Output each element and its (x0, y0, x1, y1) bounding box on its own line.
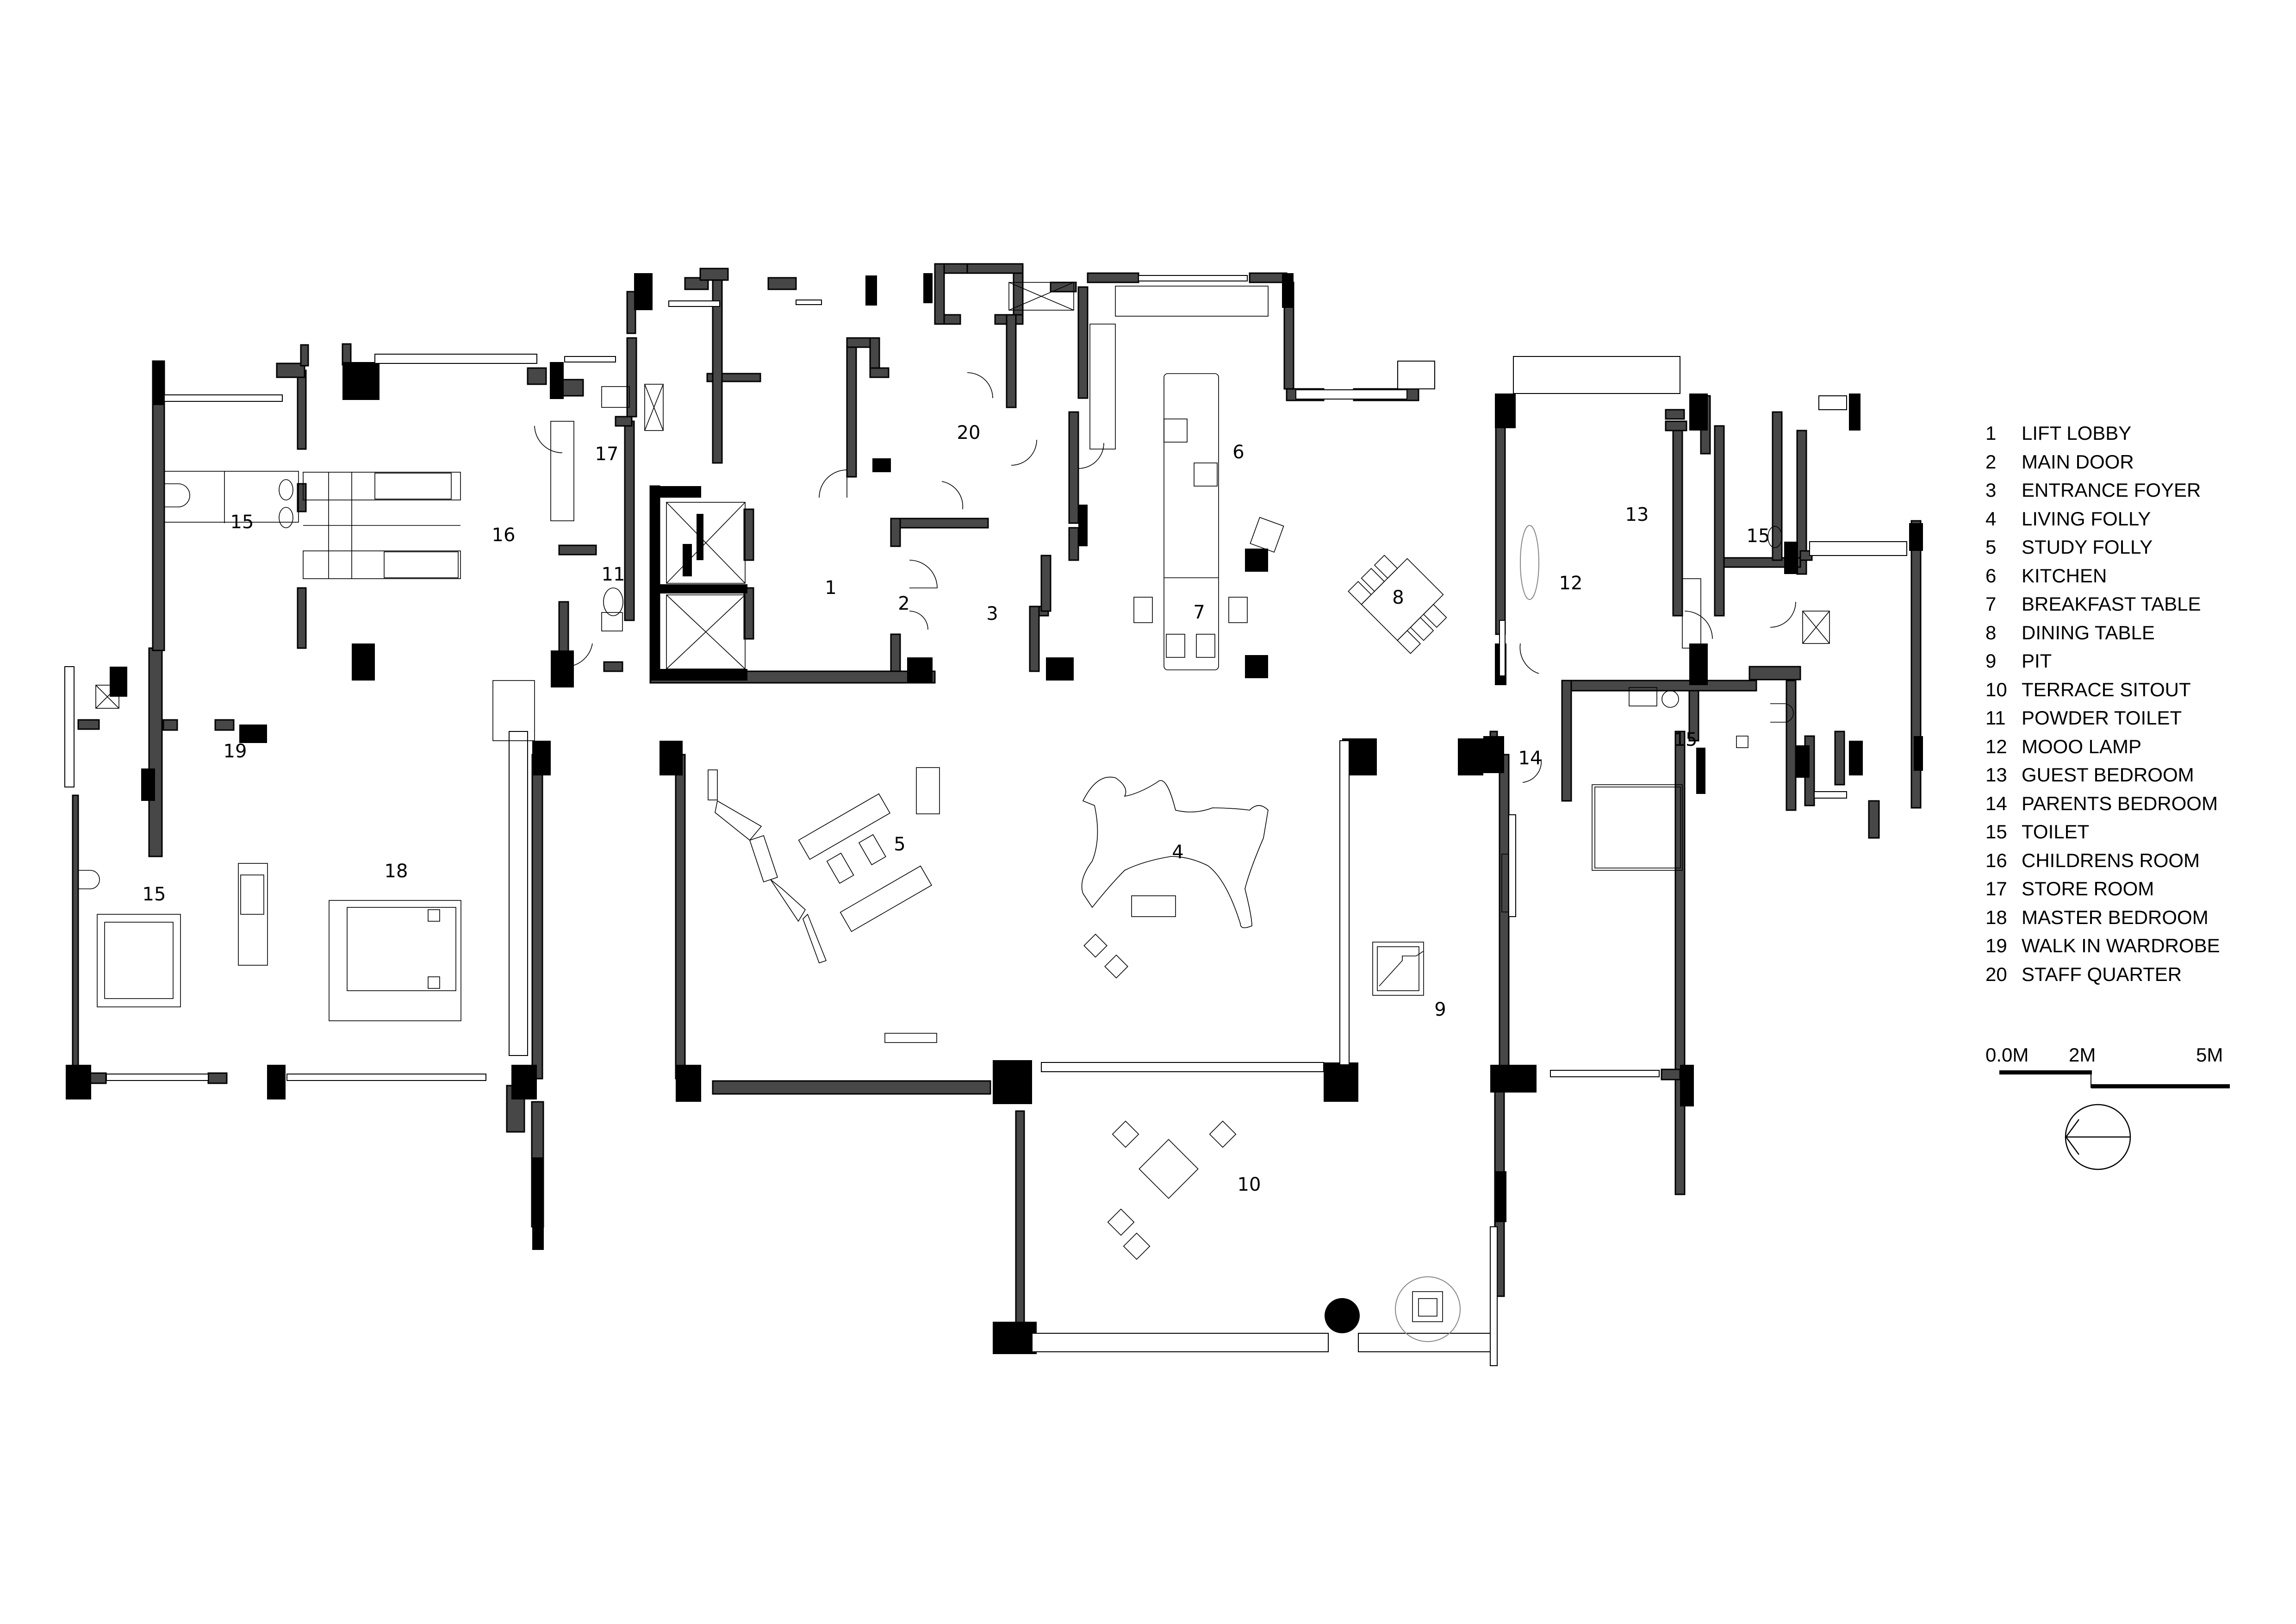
legend-label: STORE ROOM (2022, 878, 2154, 899)
legend-number: 18 (1985, 906, 2007, 928)
legend-number: 4 (1985, 507, 1997, 530)
scale-label-5: 5M (2196, 1044, 2223, 1066)
legend-number: 1 (1985, 422, 1997, 444)
room-label-7: 7 (1193, 602, 1205, 623)
legend-item: 15 TOILET (1985, 818, 2272, 846)
legend-label: KITCHEN (2022, 564, 2107, 587)
legend-number: 16 (1985, 849, 2007, 871)
room-label-15d: 15 (143, 884, 166, 905)
legend-label: POWDER TOILET (2022, 707, 2182, 729)
legend-item: 9 PIT (1985, 647, 2272, 675)
legend-label: TOILET (2022, 821, 2090, 843)
legend-label: WALK IN WARDROBE (2022, 935, 2220, 956)
legend-label: PIT (2022, 650, 2052, 672)
legend-number: 10 (1985, 678, 2007, 700)
room-label-16: 16 (492, 525, 516, 546)
legend-number: 8 (1985, 621, 1997, 643)
legend-number: 15 (1985, 821, 2007, 843)
room-label-20: 20 (957, 422, 981, 443)
legend-item: 2 MAIN DOOR (1985, 448, 2272, 476)
legend: 1 LIFT LOBBY 2 MAIN DOOR 3 ENTRANCE FOYER 4… (1985, 419, 2272, 988)
legend-number: 11 (1985, 707, 2006, 729)
legend-label: PARENTS BEDROOM (2022, 792, 2218, 814)
room-label-5: 5 (894, 834, 905, 855)
legend-number: 13 (1985, 764, 2007, 786)
legend-label: TERRACE SITOUT (2022, 678, 2191, 700)
furniture (79, 282, 1830, 1342)
room-label-8: 8 (1392, 587, 1404, 608)
room-label-1: 1 (825, 577, 836, 599)
room-label-6: 6 (1232, 442, 1244, 463)
room-label-15c: 15 (1674, 729, 1698, 750)
room-label-4: 4 (1172, 842, 1183, 863)
room-label-12: 12 (1559, 573, 1583, 594)
room-label-15b: 15 (1747, 525, 1770, 547)
legend-label: DINING TABLE (2022, 621, 2155, 643)
legend-item: 19 WALK IN WARDROBE (1985, 931, 2272, 960)
room-labels: 1 2 3 4 5 6 7 8 9 10 11 12 13 14 15 15 1… (143, 422, 1770, 1195)
legend-number: 6 (1985, 564, 1997, 587)
room-label-11: 11 (602, 564, 625, 585)
windows (64, 275, 1907, 1366)
legend-number: 7 (1985, 593, 1997, 615)
legend-item: 6 KITCHEN (1985, 562, 2272, 590)
room-label-15a: 15 (230, 512, 254, 533)
legend-item: 20 STAFF QUARTER (1985, 960, 2272, 989)
legend-number: 14 (1985, 792, 2007, 814)
room-label-2: 2 (898, 593, 909, 614)
room-label-18: 18 (385, 861, 408, 882)
legend-number: 3 (1985, 479, 1997, 501)
legend-label: BREAKFAST TABLE (2022, 593, 2201, 615)
legend-label: CHILDRENS ROOM (2022, 849, 2200, 871)
legend-label: LIFT LOBBY (2022, 422, 2132, 444)
room-label-19: 19 (224, 741, 247, 762)
legend-item: 16 CHILDRENS ROOM (1985, 846, 2272, 875)
doors (534, 372, 1796, 783)
scale-bar-graphic (1999, 1070, 2230, 1170)
room-label-10: 10 (1238, 1174, 1261, 1195)
legend-item: 1 LIFT LOBBY (1985, 419, 2272, 448)
legend-item: 11 POWDER TOILET (1985, 704, 2272, 732)
legend-number: 5 (1985, 536, 1997, 558)
legend-label: GUEST BEDROOM (2022, 764, 2194, 786)
legend-item: 14 PARENTS BEDROOM (1985, 789, 2272, 818)
legend-item: 10 TERRACE SITOUT (1985, 675, 2272, 704)
legend-number: 17 (1985, 878, 2007, 899)
columns (66, 273, 1923, 1354)
room-label-13: 13 (1625, 504, 1649, 525)
legend-item: 5 STUDY FOLLY (1985, 533, 2272, 562)
room-label-3: 3 (986, 603, 998, 625)
legend-label: MOOO LAMP (2022, 735, 2142, 757)
legend-label: MASTER BEDROOM (2022, 906, 2209, 928)
legend-item: 18 MASTER BEDROOM (1985, 903, 2272, 932)
legend-item: 7 BREAKFAST TABLE (1985, 590, 2272, 618)
legend-item: 17 STORE ROOM (1985, 874, 2272, 903)
legend-number: 2 (1985, 450, 1997, 473)
legend-label: ENTRANCE FOYER (2022, 479, 2201, 501)
legend-item: 13 GUEST BEDROOM (1985, 761, 2272, 789)
structure-lines (650, 486, 747, 681)
legend-item: 4 LIVING FOLLY (1985, 505, 2272, 533)
legend-label: STAFF QUARTER (2022, 963, 2182, 985)
north-arrow-icon (2065, 1104, 2131, 1170)
legend-label: LIVING FOLLY (2022, 507, 2151, 530)
walls (72, 263, 1922, 1330)
room-label-9: 9 (1434, 999, 1446, 1020)
room-label-17: 17 (595, 443, 619, 465)
legend-number: 19 (1985, 935, 2007, 956)
room-label-14: 14 (1518, 748, 1542, 769)
legend-number: 9 (1985, 650, 1997, 672)
legend-number: 12 (1985, 735, 2007, 757)
legend-label: STUDY FOLLY (2022, 536, 2153, 558)
legend-item: 3 ENTRANCE FOYER (1985, 476, 2272, 505)
legend-number: 20 (1985, 963, 2007, 985)
legend-label: MAIN DOOR (2022, 450, 2134, 473)
scale-bar: 0.0M 2M 5M (1985, 1039, 2282, 1224)
legend-item: 8 DINING TABLE (1985, 618, 2272, 647)
scale-label-0: 0.0M (1985, 1044, 2029, 1066)
scale-label-2: 2M (2069, 1044, 2096, 1066)
legend-item: 12 MOOO LAMP (1985, 732, 2272, 761)
